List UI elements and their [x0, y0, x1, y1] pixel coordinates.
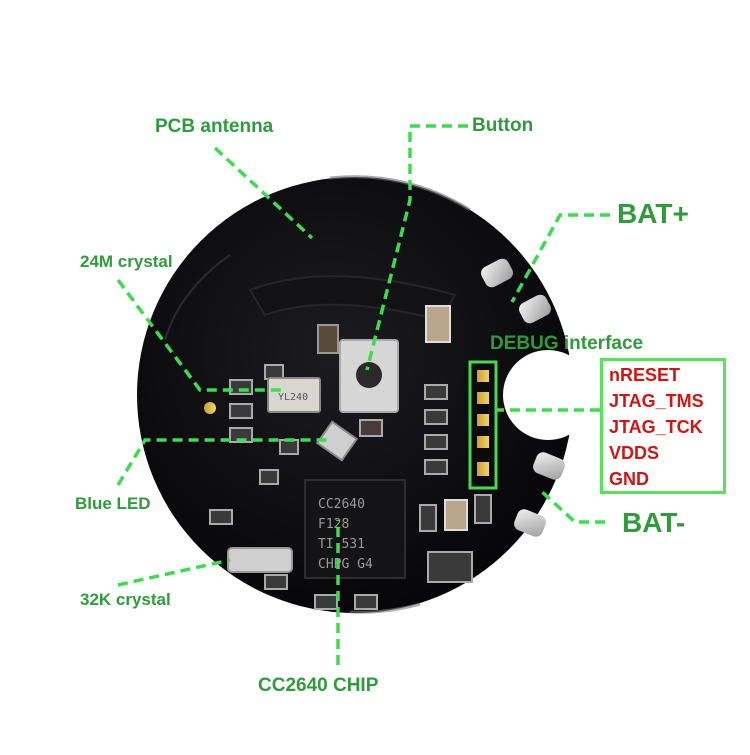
battery-pads — [481, 258, 565, 537]
label-bat-minus: BAT- — [622, 507, 686, 538]
chip-marking-4: CHPG G4 — [318, 557, 373, 572]
debug-pin-box: nRESET JTAG_TMS JTAG_TCK VDDS GND — [600, 358, 726, 494]
debug-header — [468, 360, 498, 490]
label-debug-interface: DEBUG interface — [490, 333, 644, 354]
pin-jtag-tck: JTAG_TCK — [609, 417, 703, 437]
smd-components — [209, 305, 492, 610]
pin-jtag-tms: JTAG_TMS — [609, 391, 704, 411]
label-blue-led: Blue LED — [75, 494, 151, 513]
pin-nreset: nRESET — [609, 365, 681, 385]
crystal-24m-component: YL240 — [267, 377, 321, 413]
label-cc2640-chip: CC2640 CHIP — [258, 675, 379, 696]
label-32k-crystal: 32K crystal — [80, 590, 171, 609]
crystal-32k-component — [227, 547, 293, 573]
label-bat-plus: BAT+ — [617, 198, 689, 229]
crystal-marking: YL240 — [278, 392, 308, 403]
cc2640-chip-component: CC2640 F128 TI 531 CHPG G4 — [304, 479, 406, 579]
label-button: Button — [472, 115, 534, 136]
pin-vdds: VDDS — [609, 443, 660, 463]
chip-marking-2: F128 — [318, 517, 349, 532]
leader-lines — [116, 124, 610, 665]
chip-marking-3: TI 531 — [318, 537, 365, 552]
tactile-button — [339, 339, 399, 413]
label-24m-crystal: 24M crystal — [80, 252, 173, 271]
blue-led-component — [315, 420, 359, 462]
chip-marking-1: CC2640 — [318, 497, 365, 512]
pin-gnd: GND — [609, 469, 649, 489]
label-pcb-antenna: PCB antenna — [155, 116, 274, 137]
